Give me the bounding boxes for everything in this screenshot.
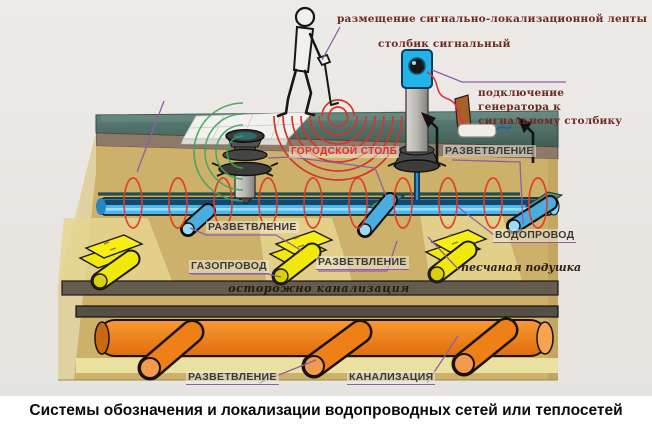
lower-dark-band	[75, 305, 559, 318]
sewage-branch-1	[137, 319, 205, 381]
sewage-branch-2	[301, 319, 373, 379]
label-branch-middle: РАЗВЕТВЛЕНИЕ	[316, 256, 409, 271]
signal-post	[387, 49, 447, 200]
signal-rings	[123, 177, 548, 229]
generator-box	[457, 123, 497, 138]
water-pipe-highlight	[103, 208, 551, 211]
leader-branch-left	[189, 227, 303, 252]
label-branch-bottom: РАЗВЕТВЛЕНИЕ	[186, 371, 279, 386]
water-branch-middle	[357, 192, 398, 238]
label-sewage-pipe: КАНАЛИЗАЦИЯ	[347, 371, 436, 386]
label-gas-pipe: ГАЗОПРОВОД	[189, 260, 269, 275]
label-branch-top-right: РАЗВЕТВЛЕНИЕ	[443, 145, 536, 158]
water-branch-left	[180, 203, 216, 237]
city-post-opening	[233, 132, 257, 140]
sewage-system	[94, 317, 554, 381]
generator-blue-wire	[495, 125, 513, 131]
label-signal-post: столбик сигнальный	[378, 38, 511, 50]
sewage-branches	[137, 317, 519, 381]
warning-band	[61, 280, 559, 296]
worker-torso	[292, 25, 315, 74]
generator	[426, 71, 513, 138]
detection-arcs-green	[193, 102, 244, 202]
worker-leg-front	[276, 68, 298, 118]
generator-red-wire	[426, 71, 465, 125]
label-caution-sewage: осторожно канализация	[228, 282, 410, 295]
caption-band	[0, 396, 652, 435]
gas-marker-right	[424, 229, 488, 284]
label-city-post: ГОРОДСКОЙ СТОЛБ	[289, 146, 400, 158]
diagram-caption: Системы обозначения и локализации водопр…	[29, 402, 623, 419]
sewage-pipe-right-cap	[536, 321, 554, 355]
leader-water	[457, 206, 495, 236]
leader-sand	[427, 236, 460, 271]
sewage-branch-3	[451, 317, 519, 377]
gas-marker-left	[78, 234, 144, 291]
signal-post-cap-socket	[408, 57, 426, 75]
worker-head	[294, 6, 316, 28]
leader-signal-post	[431, 69, 566, 83]
label-branch-left: РАЗВЕТВЛЕНИЕ	[206, 221, 299, 234]
city-post	[211, 129, 279, 205]
leader-branch-top-right	[451, 159, 524, 225]
label-water-pipe: ВОДОПРОВОД	[493, 229, 577, 244]
worker-leg-back	[303, 69, 316, 117]
label-generator-connection: подключение генератора к сигнальному сто…	[478, 87, 623, 128]
detector-rod	[324, 64, 339, 106]
marker-plate	[274, 230, 334, 255]
sewage-pipe-left-cap	[94, 321, 110, 355]
label-sand-cushion: песчаная подушка	[461, 261, 582, 274]
water-system	[96, 177, 564, 238]
leader-tape-long	[136, 100, 165, 173]
worker-figure	[276, 6, 339, 118]
gas-marker-middle	[268, 230, 334, 286]
leader-branch-middle	[318, 240, 398, 272]
leader-city-post	[267, 156, 387, 197]
leader-tape-to-hand	[321, 26, 341, 61]
label-tape-placement: размещение сигнально-локализационной лен…	[337, 13, 648, 25]
marker-plate	[430, 229, 488, 253]
marker-plate	[84, 234, 144, 259]
water-pipe-left-cap	[96, 198, 106, 215]
